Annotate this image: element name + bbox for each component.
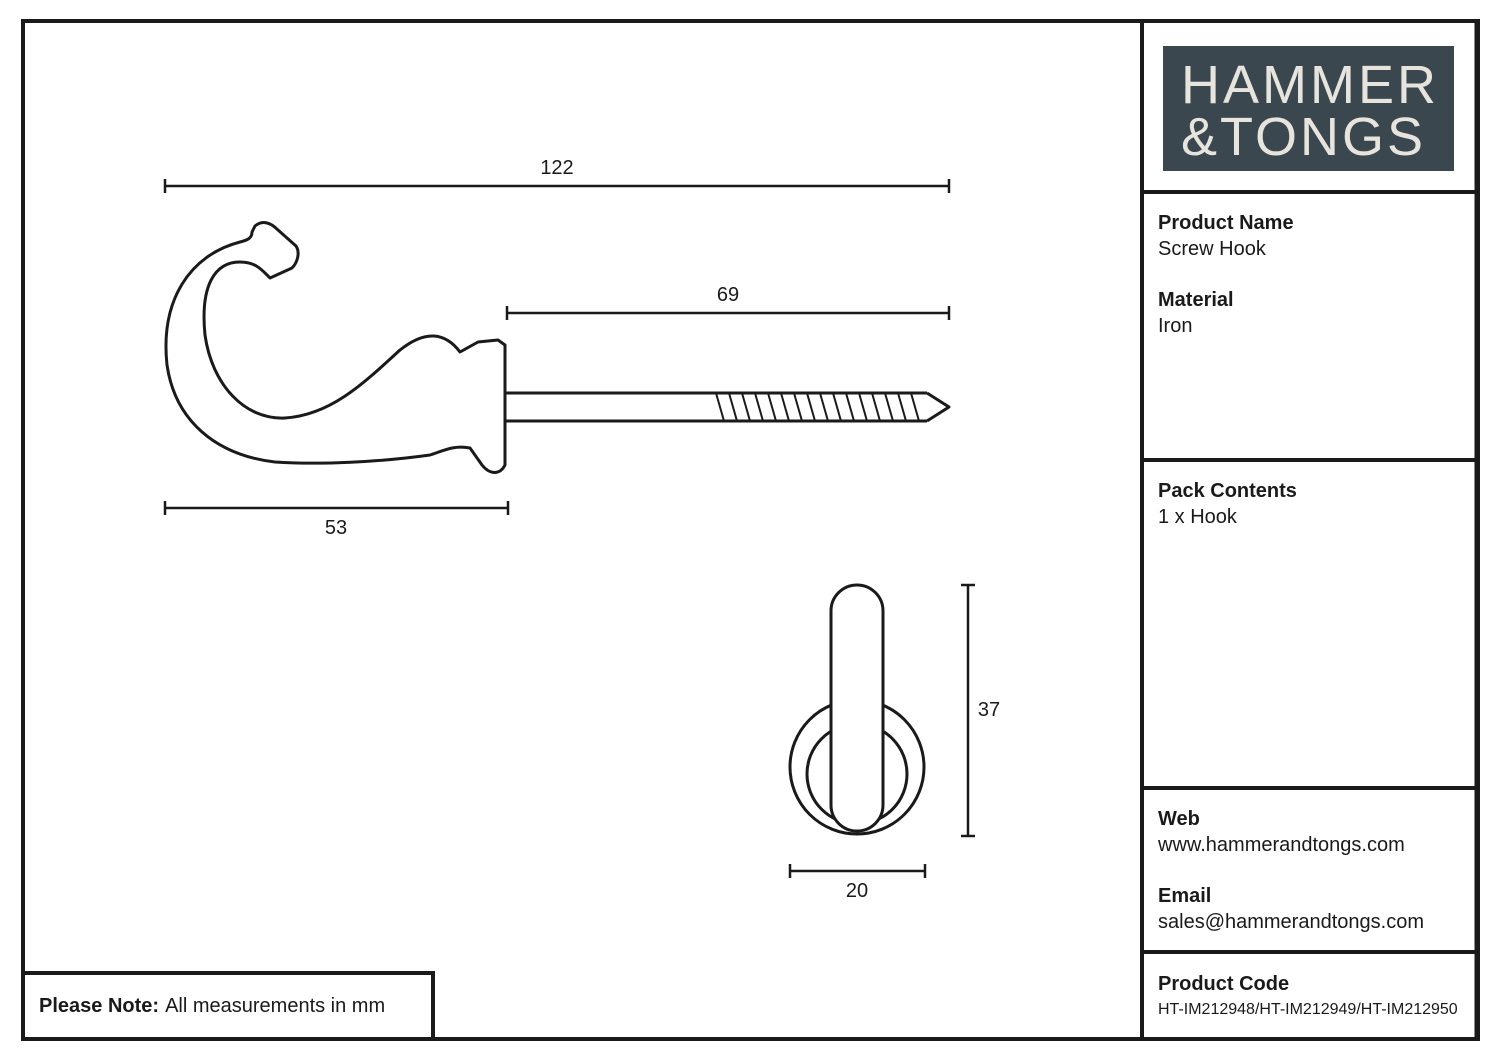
- material-label: Material: [1158, 289, 1234, 311]
- product-info-section: Product Name Screw Hook Material Iron: [1158, 210, 1294, 339]
- note-box: [21, 971, 435, 1041]
- dimension-hook-width: [163, 501, 510, 515]
- dimension-screw-length: [505, 306, 951, 320]
- note-text: All measurements in mm: [165, 994, 386, 1017]
- logo-line-2: &TONGS: [1181, 107, 1427, 167]
- contact-section: Web www.hammerandtongs.com Email sales@h…: [1158, 806, 1424, 935]
- product-name-label: Product Name: [1158, 212, 1294, 234]
- label-screw-length: 69: [716, 284, 740, 306]
- label-hook-width: 53: [324, 517, 348, 539]
- email-label: Email: [1158, 885, 1212, 907]
- dimension-overall-length: [163, 179, 951, 193]
- label-base-diameter: 20: [845, 880, 869, 902]
- product-code-label: Product Code: [1158, 973, 1290, 995]
- pack-contents-label: Pack Contents: [1158, 480, 1297, 502]
- dimension-height: [961, 583, 975, 838]
- material-value: Iron: [1158, 315, 1193, 337]
- label-height: 37: [977, 699, 1001, 721]
- product-name-value: Screw Hook: [1158, 238, 1266, 260]
- outer-frame: [21, 19, 1480, 1041]
- note-label: Please Note:: [39, 994, 160, 1017]
- product-code-value: HT-IM212948/HT-IM212949/HT-IM212950: [1158, 1001, 1458, 1018]
- measurement-note: Please Note: All measurements in mm: [25, 975, 431, 1037]
- hammer-and-tongs-logo: HAMMER &TONGS: [1163, 46, 1454, 171]
- web-link[interactable]: www.hammerandtongs.com: [1158, 834, 1405, 856]
- logo-line-1: HAMMER: [1181, 55, 1439, 115]
- screw-hook-front-view: [788, 583, 926, 836]
- dimension-base-diameter: [788, 864, 927, 878]
- pack-contents-value: 1 x Hook: [1158, 506, 1237, 528]
- screw-hook-side-view: [164, 221, 951, 474]
- email-link[interactable]: sales@hammerandtongs.com: [1158, 911, 1424, 933]
- product-code-section: Product Code HT-IM212948/HT-IM212949/HT-…: [1158, 971, 1458, 1023]
- pack-contents-section: Pack Contents 1 x Hook: [1158, 478, 1297, 530]
- label-overall-length: 122: [540, 157, 574, 179]
- web-label: Web: [1158, 808, 1200, 830]
